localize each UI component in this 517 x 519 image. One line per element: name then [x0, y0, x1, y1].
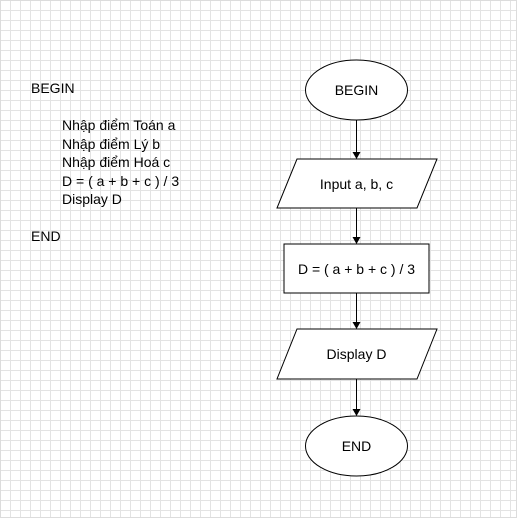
input-parallelogram — [276, 158, 438, 209]
output-label: Display D — [327, 346, 387, 362]
start-label: BEGIN — [335, 82, 379, 98]
pseudocode-step-1: Nhập điểm Toán a — [62, 117, 176, 133]
pseudocode-step-5: Display D — [62, 191, 122, 207]
pseudocode-step-3: Nhập điểm Hoá c — [62, 154, 171, 170]
pseudocode-block: BEGIN Nhập điểm Toán a Nhập điểm Lý b Nh… — [31, 79, 179, 246]
pseudocode-step-4: D = ( a + b + c ) / 3 — [62, 172, 180, 189]
output-parallelogram — [276, 328, 438, 380]
process-rectangle — [283, 243, 430, 294]
input-label: Input a, b, c — [320, 176, 393, 192]
pseudocode-begin: BEGIN — [31, 80, 75, 96]
pseudocode-end: END — [31, 228, 61, 244]
end-terminator — [305, 415, 408, 477]
process-label: D = ( a + b + c ) / 3 — [298, 261, 415, 277]
pseudocode-step-2: Nhập điểm Lý b — [62, 135, 161, 152]
end-label: END — [342, 438, 372, 454]
